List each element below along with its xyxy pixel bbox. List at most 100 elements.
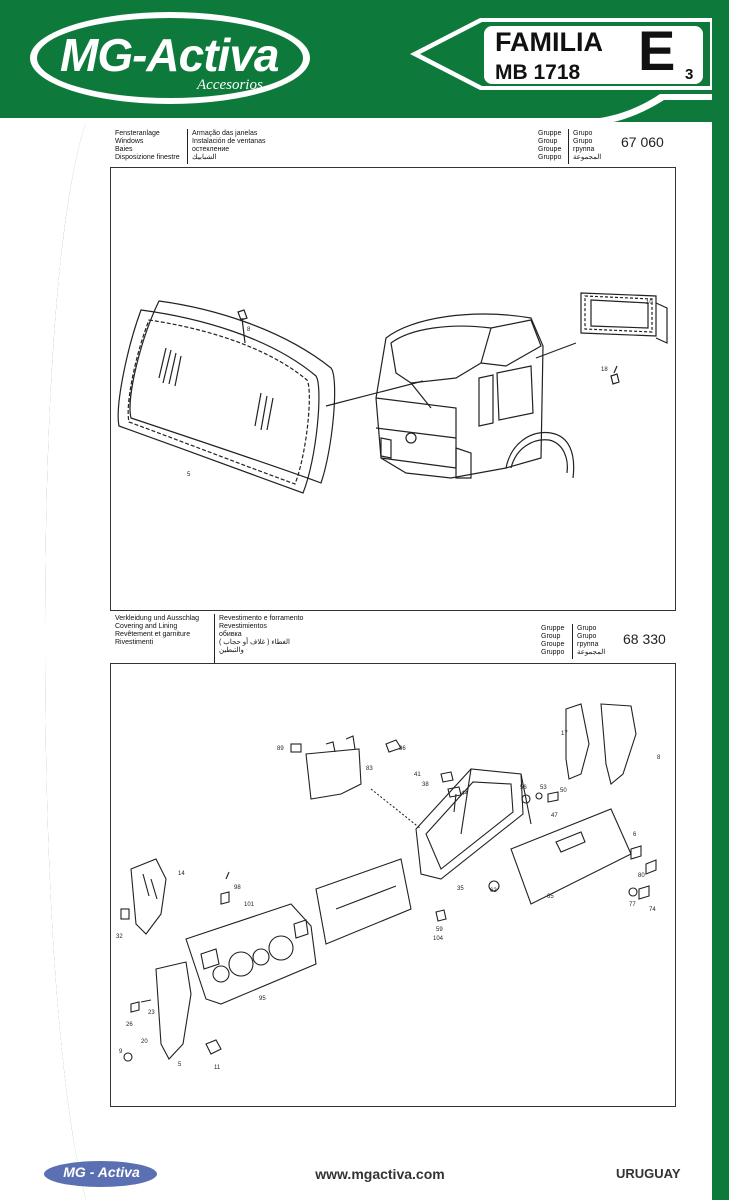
- section1-title: Instalación de ventanas: [192, 138, 266, 145]
- callout-label: 8: [657, 755, 661, 761]
- section1-title: الشبابيك: [192, 154, 217, 161]
- group-label: Gruppe: [538, 130, 562, 137]
- covering-diagram: 89 86 83 41 38 44 56 53 50 47 17 8 14 98…: [110, 663, 676, 1107]
- group-label: Grupo: [573, 138, 593, 145]
- footer-logo: MG - Activa: [63, 1164, 140, 1180]
- divider: [568, 129, 569, 164]
- section1-group-labels2: Grupo Grupo группа المجموعة: [573, 130, 601, 162]
- group-label: Groupe: [538, 146, 562, 153]
- section2-title: обивка: [219, 631, 242, 638]
- callout-label: 83: [366, 766, 373, 772]
- callout-label: 20: [141, 1039, 148, 1045]
- divider: [187, 129, 188, 164]
- callout-label: 32: [116, 934, 123, 940]
- windows-diagram: 8 5 10 18: [110, 167, 676, 611]
- section1-titles-left: Fensteranlage Windows Baies Disposizione…: [115, 130, 180, 162]
- callout-label: 62: [490, 888, 497, 894]
- callout-label: 41: [414, 772, 421, 778]
- callout-label: 18: [601, 367, 608, 373]
- callout-label: 11: [214, 1065, 221, 1071]
- group-label: группа: [577, 641, 599, 648]
- section2-group-labels: Gruppe Group Groupe Gruppo: [541, 625, 564, 657]
- section2-titles-right: Revestimento e forramento Revestimientos…: [219, 615, 303, 655]
- section2-title: Rivestimenti: [115, 639, 154, 646]
- section2-titles-left: Verkleidung und Ausschlag Covering and L…: [115, 615, 199, 647]
- callout-label: 38: [422, 782, 429, 788]
- footer-country: URUGUAY: [616, 1166, 681, 1181]
- group-label: Group: [538, 138, 558, 145]
- section1-title: Windows: [115, 138, 144, 145]
- section2-title: Revestimientos: [219, 623, 267, 630]
- callout-label: 17: [561, 731, 568, 737]
- callout-label: 5: [178, 1062, 182, 1068]
- callout-label: 59: [436, 927, 443, 933]
- group-label: Gruppe: [541, 625, 565, 632]
- group-label: المجموعة: [577, 649, 606, 656]
- section1-group-number: 67 060: [621, 134, 664, 150]
- section1-title: Armação das janelas: [192, 130, 258, 137]
- covering-drawing: 89 86 83 41 38 44 56 53 50 47 17 8 14 98…: [116, 703, 661, 1071]
- section1-title: Baies: [115, 146, 133, 153]
- section2-title: والتبطين: [219, 647, 244, 654]
- familia-letter: E: [638, 19, 676, 82]
- callout-label: 89: [277, 746, 284, 752]
- callout-label: 8: [247, 327, 251, 333]
- familia-number: 3: [685, 66, 694, 83]
- brand-logo: MG-Activa: [60, 29, 279, 81]
- callout-label: 6: [633, 832, 637, 838]
- footer-url-link[interactable]: www.mgactiva.com: [315, 1166, 445, 1182]
- section1-titles-right: Armação das janelas Instalación de venta…: [192, 130, 266, 162]
- callout-label: 47: [551, 813, 558, 819]
- callout-label: 10: [646, 300, 653, 306]
- callout-label: 86: [399, 746, 406, 752]
- divider: [214, 614, 215, 664]
- group-label: Grupo: [577, 625, 597, 632]
- divider: [572, 624, 573, 659]
- section2-title: الغطاء ( غلاف أو حجاب ): [219, 639, 290, 646]
- section2-title: Revestimento e forramento: [219, 615, 304, 622]
- callout-labels: 89 86 83 41 38 44 56 53 50 47 17 8 14 98…: [116, 731, 661, 1071]
- section2-title: Revêtement et garniture: [115, 631, 191, 638]
- group-label: группа: [573, 146, 595, 153]
- group-label: Grupo: [573, 130, 593, 137]
- section2-title: Verkleidung und Ausschlag: [115, 615, 200, 622]
- group-label: المجموعة: [573, 154, 602, 161]
- section1-group-labels: Gruppe Group Groupe Gruppo: [538, 130, 561, 162]
- group-label: Grupo: [577, 633, 597, 640]
- section2-group-number: 68 330: [623, 631, 666, 647]
- callout-label: 80: [638, 873, 645, 879]
- callout-label: 23: [148, 1010, 155, 1016]
- callout-label: 77: [629, 902, 636, 908]
- callout-label: 104: [433, 936, 444, 942]
- section2-group-labels2: Grupo Grupo группа المجموعة: [577, 625, 605, 657]
- callout-label: 56: [520, 785, 527, 791]
- callout-label: 26: [126, 1022, 133, 1028]
- callout-label: 98: [234, 885, 241, 891]
- callout-label: 9: [119, 1049, 123, 1055]
- familia-title: FAMILIA: [495, 27, 603, 57]
- section1-title: Disposizione finestre: [115, 154, 180, 161]
- section1-title: Fensteranlage: [115, 130, 160, 137]
- group-label: Groupe: [541, 641, 565, 648]
- callout-label: 50: [560, 788, 567, 794]
- footer-logo-badge: [44, 1161, 157, 1187]
- windows-drawing: 8 5 10 18: [117, 292, 668, 494]
- brand-logo-subtitle: Accesorios: [197, 77, 263, 93]
- familia-box: [484, 26, 703, 84]
- section1-title: остекление: [192, 146, 230, 153]
- callout-label: 65: [547, 894, 554, 900]
- callout-label: 74: [649, 907, 656, 913]
- familia-model: MB 1718: [495, 61, 581, 84]
- callout-label: 53: [540, 785, 547, 791]
- group-label: Gruppo: [541, 649, 565, 656]
- callout-label: 101: [244, 902, 255, 908]
- callout-label: 5: [187, 472, 191, 478]
- section2-title: Covering and Lining: [115, 623, 178, 630]
- callout-label: 14: [178, 871, 185, 877]
- callout-label: 95: [259, 996, 266, 1002]
- callout-label: 44: [461, 791, 468, 797]
- group-label: Gruppo: [538, 154, 562, 161]
- group-label: Group: [541, 633, 561, 640]
- callout-label: 35: [457, 886, 464, 892]
